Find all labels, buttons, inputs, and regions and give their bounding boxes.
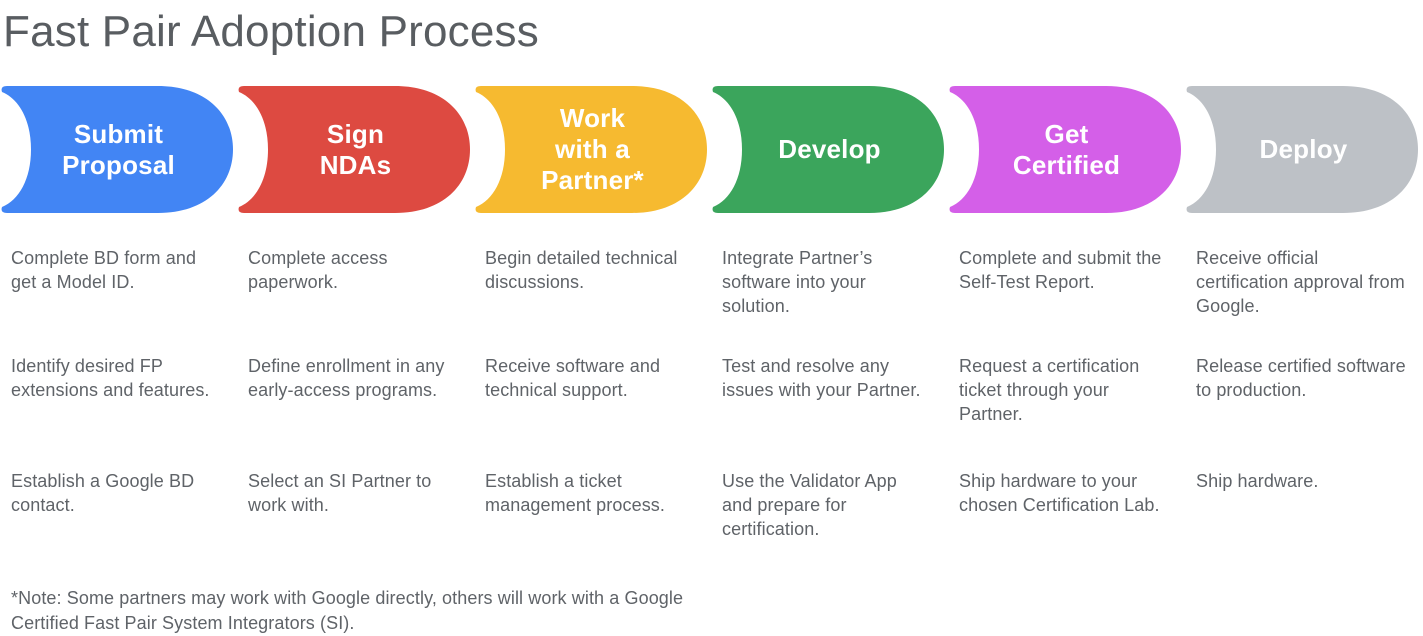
ribbon-arrow-path: [1, 86, 233, 213]
stage-step: Test and resolve any issues with your Pa…: [722, 356, 921, 400]
stage-steps: Begin detailed technical discussions. Re…: [474, 246, 711, 586]
stage-step: Request a certification ticket through y…: [959, 356, 1140, 424]
stage-column-deploy: Deploy Receive official certification ap…: [1185, 86, 1422, 586]
stage-step: Integrate Partner’s software into your s…: [722, 248, 873, 316]
page-title: Fast Pair Adoption Process: [3, 7, 539, 56]
stage-step: Release certified software to production…: [1196, 356, 1406, 400]
stage-step: Complete access paperwork.: [248, 248, 388, 292]
stage-step: Receive software and technical support.: [485, 356, 661, 400]
stage-steps: Complete and submit the Self-Test Report…: [948, 246, 1185, 586]
stage-label-sign-ndas: Sign NDAs: [319, 118, 392, 180]
ribbon-arrow-path: [712, 86, 944, 213]
stage-step: Identify desired FP extensions and featu…: [11, 356, 210, 400]
stage-shape-deploy: Deploy: [1185, 86, 1418, 213]
ribbon-arrow-icon: [1, 86, 233, 213]
ribbon-arrow-path: [949, 86, 1181, 213]
process-stage-row: Submit Proposal Complete BD form and get…: [0, 86, 1423, 586]
stage-label-work-with-partner: Work with a Partner*: [541, 103, 644, 195]
stage-step: Establish a ticket management process.: [485, 471, 665, 515]
stage-steps: Complete access paperwork. Define enroll…: [237, 246, 474, 586]
stage-step: Establish a Google BD contact.: [11, 471, 195, 515]
stage-step: Use the Validator App and prepare for ce…: [722, 471, 897, 539]
stage-column-submit-proposal: Submit Proposal Complete BD form and get…: [0, 86, 237, 586]
stage-steps: Receive official certification approval …: [1185, 246, 1422, 586]
stage-shape-develop: Develop: [711, 86, 944, 213]
ribbon-arrow-path: [238, 86, 470, 213]
stage-step: Receive official certification approval …: [1196, 248, 1405, 316]
stage-shape-get-certified: Get Certified: [948, 86, 1181, 213]
ribbon-arrow-icon: [1186, 86, 1418, 213]
stage-shape-sign-ndas: Sign NDAs: [237, 86, 470, 213]
stage-column-sign-ndas: Sign NDAs Complete access paperwork. Def…: [237, 86, 474, 586]
stage-label-submit-proposal: Submit Proposal: [62, 118, 175, 180]
footnote: *Note: Some partners may work with Googl…: [11, 588, 684, 633]
stage-step: Begin detailed technical discussions.: [485, 248, 678, 292]
stage-label-deploy: Deploy: [1259, 134, 1348, 164]
stage-step: Ship hardware.: [1196, 471, 1319, 491]
stage-step: Complete and submit the Self-Test Report…: [959, 248, 1162, 292]
ribbon-arrow-icon: [712, 86, 944, 213]
stage-step: Define enrollment in any early-access pr…: [248, 356, 445, 400]
stage-label-get-certified: Get Certified: [1012, 118, 1121, 180]
stage-step: Complete BD form and get a Model ID.: [11, 248, 197, 292]
stage-column-work-with-partner: Work with a Partner* Begin detailed tech…: [474, 86, 711, 586]
stage-column-develop: Develop Integrate Partner’s software int…: [711, 86, 948, 586]
ribbon-arrow-icon: [475, 86, 707, 213]
ribbon-arrow-path: [475, 86, 707, 213]
stage-label-develop: Develop: [778, 134, 881, 164]
stage-column-get-certified: Get Certified Complete and submit the Se…: [948, 86, 1185, 586]
ribbon-arrow-icon: [949, 86, 1181, 213]
stage-steps: Complete BD form and get a Model ID. Ide…: [0, 246, 237, 586]
stage-step: Ship hardware to your chosen Certificati…: [959, 471, 1160, 515]
stage-step: Select an SI Partner to work with.: [248, 471, 432, 515]
ribbon-arrow-path: [1186, 86, 1418, 213]
stage-shape-work-with-partner: Work with a Partner*: [474, 86, 707, 213]
stage-shape-submit-proposal: Submit Proposal: [0, 86, 233, 213]
stage-steps: Integrate Partner’s software into your s…: [711, 246, 948, 586]
ribbon-arrow-icon: [238, 86, 470, 213]
